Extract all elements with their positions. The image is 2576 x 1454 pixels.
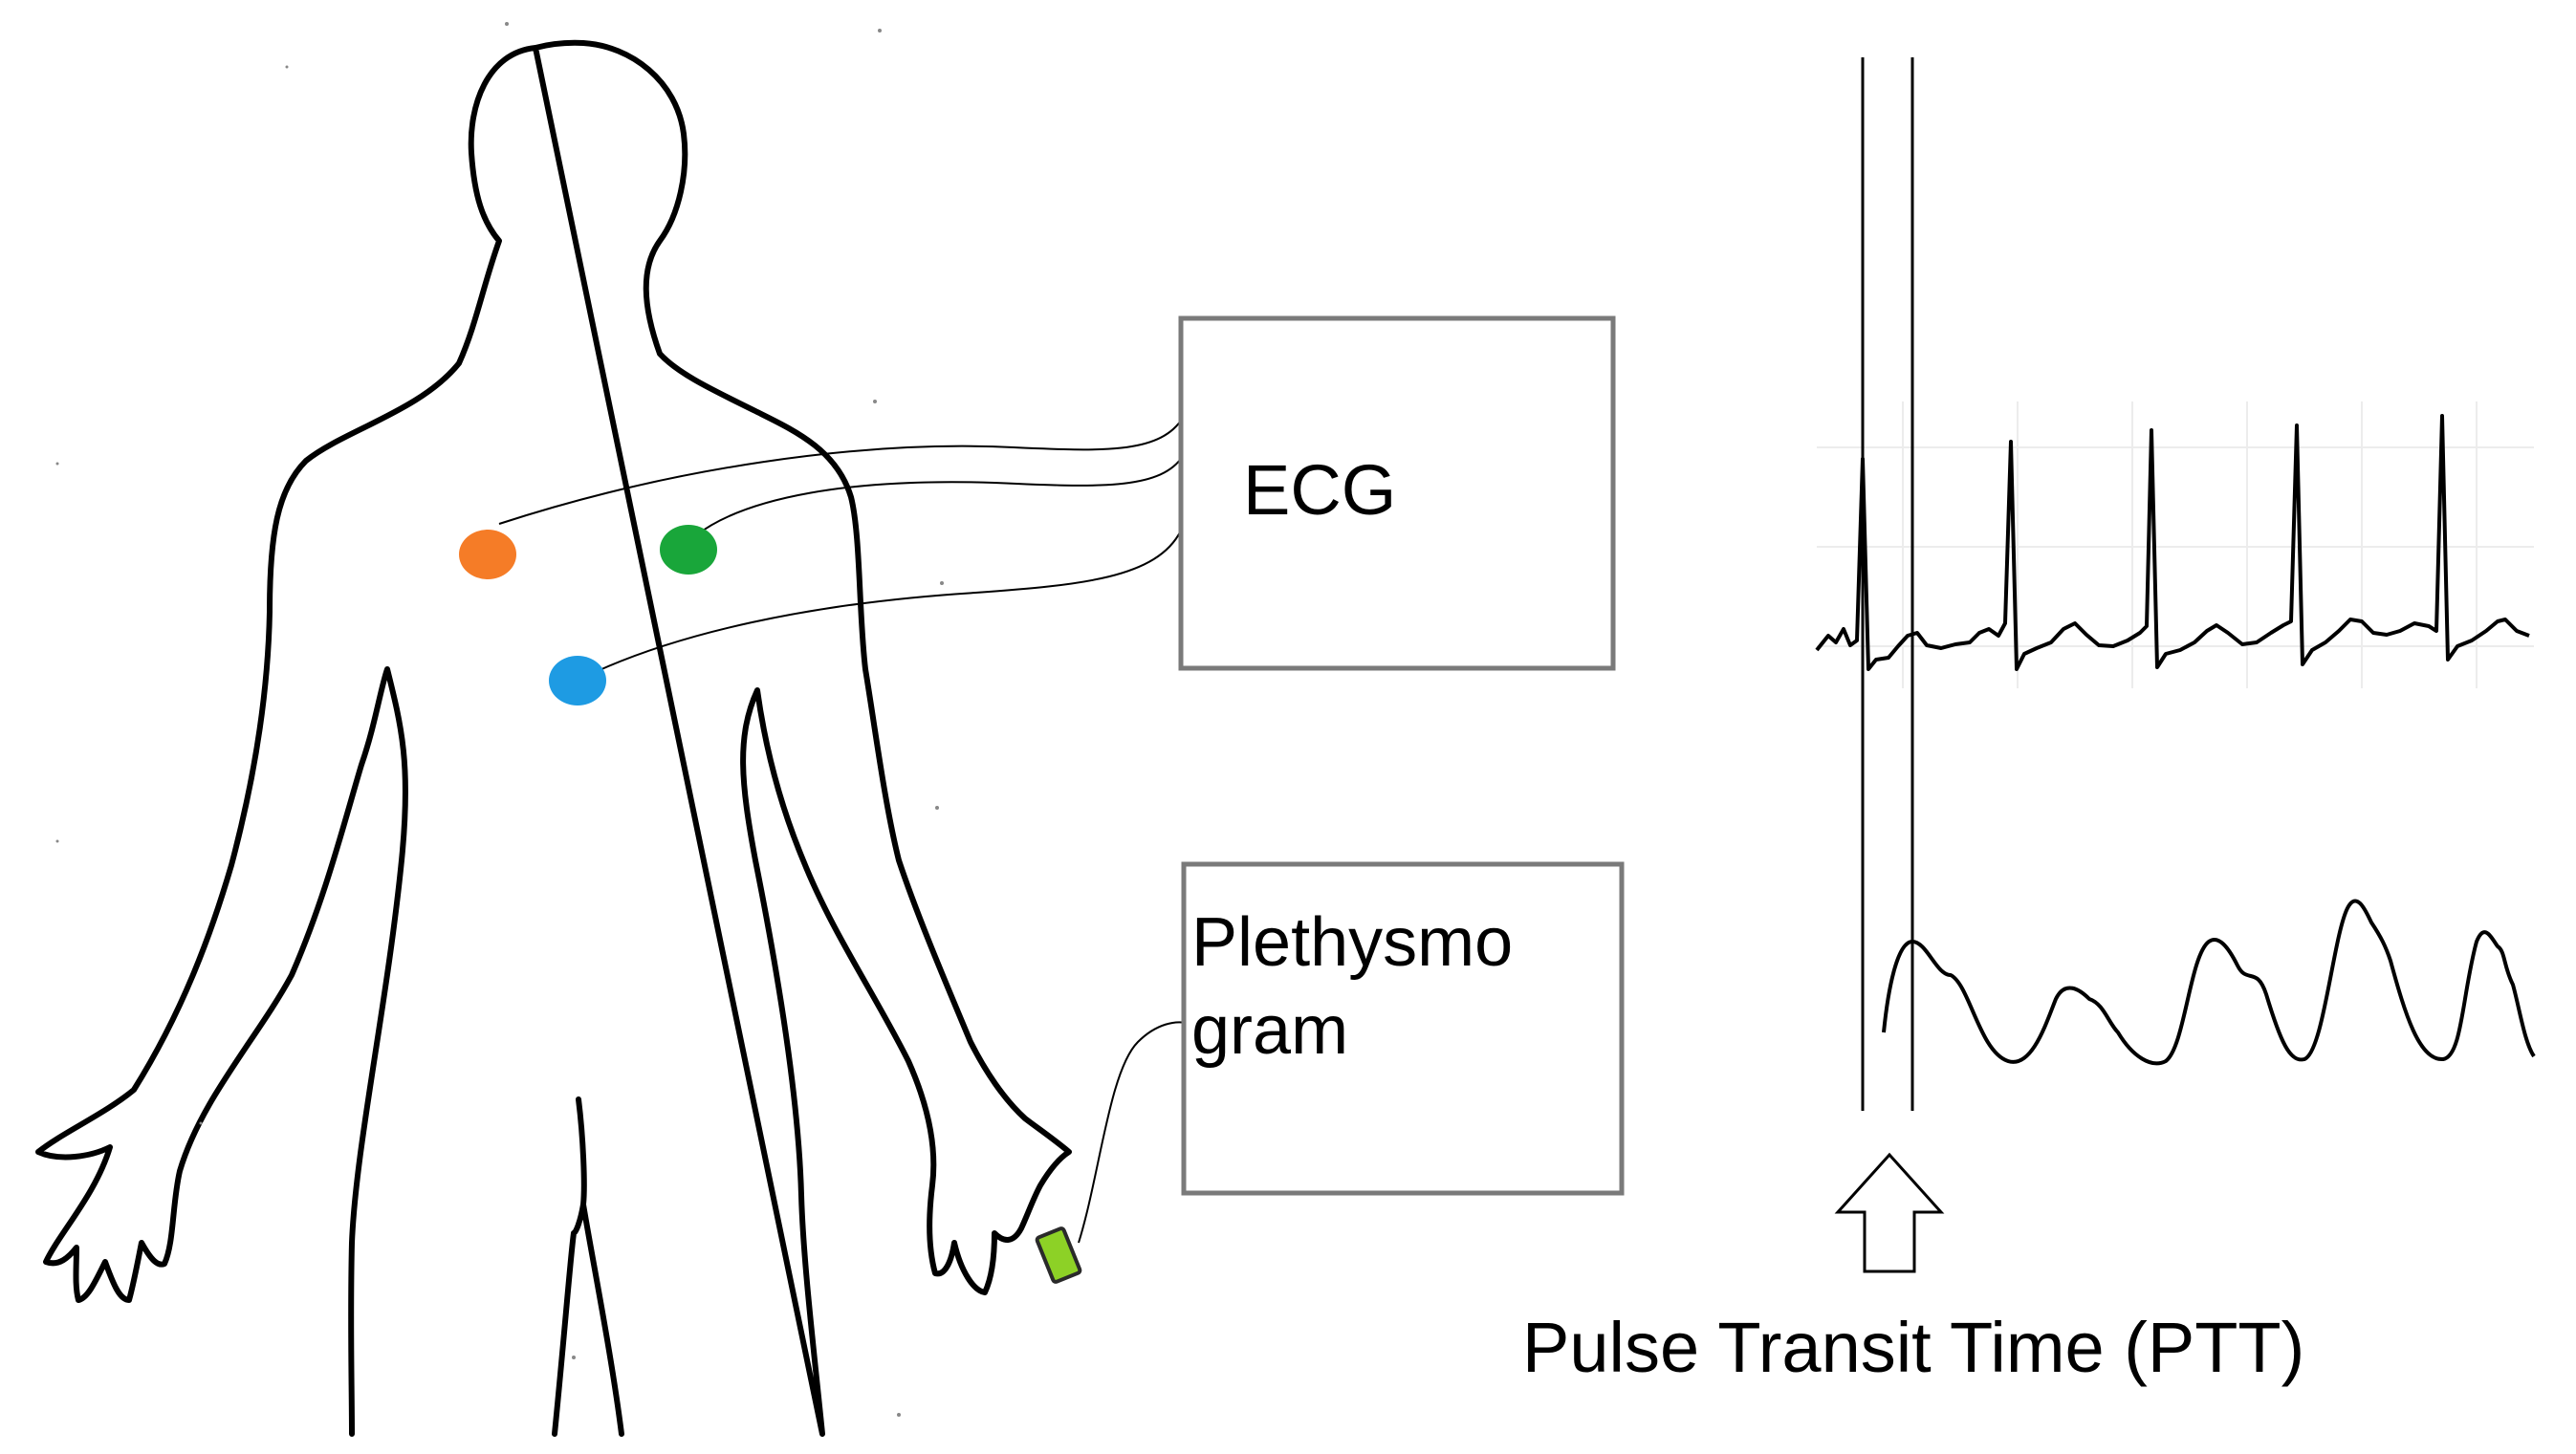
plethysmogram-label: Plethysmo gram <box>1191 899 1593 1074</box>
ecg-box <box>1178 315 1616 671</box>
plethysmogram-waveform <box>1882 899 2536 1066</box>
scanner-specks <box>55 22 944 1417</box>
electrode-orange <box>459 530 516 579</box>
ecg-grid <box>1817 401 2534 688</box>
up-arrow-icon <box>1834 1152 1945 1273</box>
ecg-lead-wire-blue <box>565 530 1182 687</box>
plethysmogram-box <box>1181 861 1625 1196</box>
electrode-green <box>660 525 717 575</box>
finger-sensor <box>1035 1226 1082 1284</box>
electrode-blue <box>549 656 606 705</box>
plethysmogram-label-line2: gram <box>1191 992 1349 1069</box>
plethysmogram-label-line1: Plethysmo <box>1191 904 1514 981</box>
human-outline-icon <box>35 39 1072 1437</box>
ecg-lead-wire-orange <box>498 420 1182 525</box>
ecg-label: ECG <box>1243 450 1397 530</box>
plethysmogram-sensor-wire <box>1078 1021 1187 1244</box>
ecg-lead-wire-green <box>695 458 1182 536</box>
ptt-label: Pulse Transit Time (PTT) <box>1522 1308 2305 1387</box>
ecg-waveform <box>1815 414 2530 671</box>
